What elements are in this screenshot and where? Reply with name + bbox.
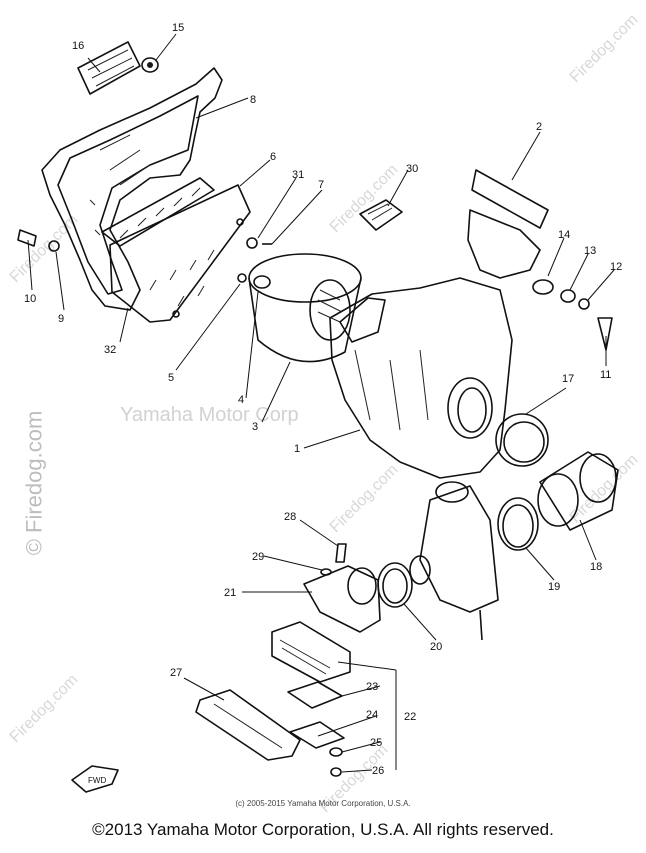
callout-11: 11 (600, 369, 611, 381)
air-box (329, 277, 513, 479)
callout-19: 19 (548, 581, 560, 593)
bolt-28 (335, 543, 347, 563)
callout-7: 7 (318, 179, 324, 191)
callout-23: 23 (366, 681, 378, 693)
bracket (467, 169, 549, 279)
callout-1: 1 (294, 443, 300, 455)
gasket-27 (195, 689, 301, 761)
callout-18: 18 (590, 561, 602, 573)
callout-25: 25 (370, 737, 382, 749)
callout-26: 26 (372, 765, 384, 777)
callout-31: 31 (292, 169, 304, 181)
band-17 (495, 413, 549, 467)
band-19 (497, 497, 539, 551)
band-20 (377, 562, 413, 608)
callout-numbers: 16 15 8 6 31 7 30 2 14 13 12 11 10 9 32 … (24, 22, 622, 777)
callout-5: 5 (168, 372, 174, 384)
filter-element (248, 253, 362, 363)
reed-valve (271, 621, 351, 683)
callout-22: 22 (404, 711, 416, 723)
fwd-arrow: FWD (71, 765, 119, 793)
screw-31 (246, 237, 272, 249)
bolt-10 (17, 229, 60, 252)
callout-29: 29 (252, 551, 264, 563)
screw-25-26 (329, 747, 343, 777)
callout-17: 17 (562, 373, 574, 385)
carburetor (409, 481, 499, 641)
callout-32: 32 (104, 344, 116, 356)
callout-13: 13 (584, 245, 596, 257)
copyright-notice: ©2013 Yamaha Motor Corporation, U.S.A. A… (92, 820, 554, 839)
reed-stopper-24 (289, 721, 345, 749)
callout-6: 6 (270, 151, 276, 163)
callout-14: 14 (558, 229, 570, 241)
callout-15: 15 (172, 22, 184, 34)
callout-8: 8 (250, 94, 256, 106)
manifold-21 (303, 565, 381, 633)
washer-29 (320, 568, 332, 576)
joint-18 (537, 451, 619, 531)
callout-27: 27 (170, 667, 182, 679)
callout-9: 9 (58, 313, 64, 325)
reed-plate-23 (287, 681, 343, 709)
leader-lines (27, 33, 615, 773)
side-cover (41, 67, 223, 311)
fwd-label: FWD (88, 776, 106, 785)
callout-20: 20 (430, 641, 442, 653)
sponge-30 (359, 199, 403, 231)
washer-4 (237, 273, 271, 289)
callout-24: 24 (366, 709, 378, 721)
callout-30: 30 (406, 163, 418, 175)
callout-10: 10 (24, 293, 36, 305)
callout-4: 4 (238, 394, 244, 406)
callout-3: 3 (252, 421, 258, 433)
mount-parts (532, 279, 613, 351)
callout-16: 16 (72, 40, 84, 52)
callout-12: 12 (610, 261, 622, 273)
callout-28: 28 (284, 511, 296, 523)
nut-15 (141, 57, 159, 73)
filter-plate (101, 177, 251, 323)
callout-21: 21 (224, 587, 236, 599)
callout-2: 2 (536, 121, 542, 133)
sticker-16 (77, 41, 141, 95)
watermark-center: Yamaha Motor Corp (120, 404, 299, 426)
inner-credit: (c) 2005-2015 Yamaha Motor Corporation, … (235, 799, 411, 808)
